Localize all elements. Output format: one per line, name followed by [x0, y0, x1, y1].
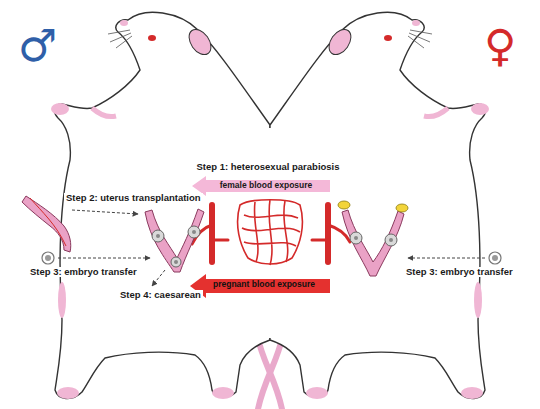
step-label: Step 1: heterosexual parabiosis — [194, 162, 341, 172]
step-label: Step 3: embryo transfer — [28, 267, 139, 277]
step-label: Step 3: embryo transfer — [404, 267, 515, 277]
arrow-label: pregnant blood exposure — [211, 280, 317, 289]
male-symbol: ♂ — [16, 22, 59, 70]
step-label: Step 2: uterus transplantation — [64, 193, 203, 203]
arrow-label: female blood exposure — [218, 181, 315, 190]
female-symbol: ♀ — [482, 22, 518, 70]
step-label: Step 4: caesarean — [118, 290, 203, 300]
